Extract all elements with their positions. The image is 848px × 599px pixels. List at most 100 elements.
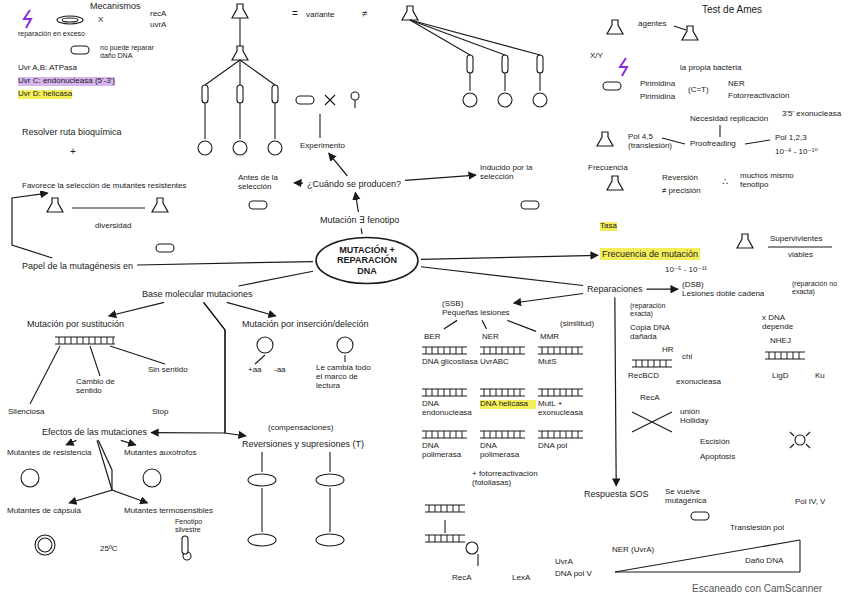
plasmid-oval [57, 16, 83, 24]
dna-ladder [632, 360, 672, 367]
bacterium-icon [691, 512, 709, 520]
sketch-line [325, 95, 335, 105]
cell-circle [21, 469, 39, 487]
cell-circle [466, 542, 478, 554]
note-label: NER (UvrA) [612, 546, 654, 555]
node-text: Antes de la selección [238, 173, 290, 191]
central-ellipse: MUTACIÓN + REPARACIÓN DNA [315, 236, 419, 285]
note-label: diversidad [95, 222, 131, 231]
connector-line [615, 297, 616, 486]
connector-line [329, 153, 348, 176]
lightning-icon [24, 10, 31, 28]
concept-node: Mutantes de resistencia [5, 447, 94, 458]
dna-ladder [538, 389, 583, 396]
bacterium-icon [603, 82, 621, 90]
dna-ladder [422, 431, 467, 438]
connector-line [421, 267, 583, 286]
concept-node: Respuesta SOS [582, 488, 651, 500]
connector-line [109, 302, 164, 316]
note-label: Ku [815, 372, 825, 381]
bacterium-icon [296, 96, 314, 104]
sketch-line [329, 452, 330, 472]
connector-line [69, 440, 112, 503]
note-label: RecA [640, 394, 660, 403]
bacterium-icon [71, 46, 89, 54]
concept-node: (DSB)Lesiones doble cadena [680, 279, 766, 299]
sketch-line [477, 554, 478, 566]
note-label: (similitud) [560, 320, 594, 329]
connector-line [514, 294, 583, 303]
sketch-line [806, 444, 810, 448]
note-label: + [70, 146, 76, 157]
sketch-line [344, 355, 345, 362]
tube-icon [502, 55, 508, 73]
note-label: DNA helicasa [480, 400, 536, 409]
sketch-line [204, 103, 205, 139]
node-text: Base molecular mutaciones [142, 289, 253, 299]
sketch-line [632, 412, 672, 432]
node-text: Inducido por la selección [480, 163, 550, 181]
sketch-line [410, 20, 505, 55]
note-label: Translesión pol [730, 524, 784, 533]
tube-icon [272, 85, 278, 103]
note-label: Pol IV, V [795, 498, 825, 507]
concept-node: NER [480, 331, 501, 342]
bacterium-icon [156, 244, 174, 252]
note-label: Cambio de sentido [76, 378, 121, 396]
note-label: 25ºC [100, 545, 118, 554]
concept-node: Papel de la mutagénesis en [20, 260, 135, 272]
cell-circle [337, 337, 353, 353]
note-label: Pol 1,2,3 [775, 134, 807, 143]
note-label: +aa [248, 366, 262, 375]
node-text: Lesiones doble cadena [682, 289, 764, 298]
dna-ladder [480, 431, 525, 438]
bacterium-icon [249, 201, 267, 209]
cell-circle [533, 93, 547, 107]
note-label: (compensaciones) [268, 424, 333, 433]
note-label: Stop [152, 408, 168, 417]
cell-circle [498, 93, 512, 107]
cell-circle [38, 538, 52, 552]
plasmid-oval [316, 534, 344, 546]
sketch-line [110, 346, 165, 364]
note-label: MutL + exonucleasa [538, 400, 594, 418]
sketch-line [790, 444, 794, 448]
note-label: = [292, 8, 298, 19]
note-label: Pirimidina [640, 93, 675, 102]
note-label: Necesidad replicación [690, 115, 768, 124]
concept-node: Mutación por sustitución [25, 318, 126, 330]
note-label: uvrA [150, 21, 166, 30]
node-text: Mutación ∃ fenotipo [320, 215, 399, 225]
note-label: X/Y [590, 52, 603, 61]
dna-strand [422, 347, 467, 354]
note-label: Proofreading [690, 140, 736, 149]
connector-line [137, 262, 313, 265]
note-label: Silenciosa [8, 408, 44, 417]
flask-icon [597, 132, 613, 146]
note-label: DNA polimerasa [480, 442, 536, 460]
concept-node: Test de Ames [700, 3, 764, 17]
note-label: Uvr C: endonucleasa (5'-3') [18, 77, 115, 86]
node-text: Reparaciones [587, 284, 643, 294]
note-label: DNA polimerasa [422, 442, 478, 460]
flask-icon [402, 6, 418, 20]
note-label: ∴ [722, 176, 728, 187]
connector-line [238, 271, 313, 286]
sketch-line [325, 95, 335, 105]
cell-circle [198, 141, 212, 155]
note-label: chi [682, 353, 692, 362]
sketch-line [239, 18, 240, 46]
note-label: Copia DNA dañada [630, 324, 675, 342]
note-label: Uvr A,B: ATPasa [18, 64, 77, 73]
note-label: Se vuelve mutagénica [665, 488, 720, 506]
note-label: Mecanismos [90, 2, 141, 12]
plasmid-oval [316, 474, 344, 486]
connector-line [421, 255, 598, 259]
connector-line [66, 440, 76, 445]
tube-icon [467, 55, 473, 73]
concept-node: ¿Cuándo se producen? [305, 178, 403, 190]
note-label: ≠ [362, 8, 368, 19]
note-label: unión Holliday [680, 408, 725, 426]
flask-icon [152, 198, 168, 212]
